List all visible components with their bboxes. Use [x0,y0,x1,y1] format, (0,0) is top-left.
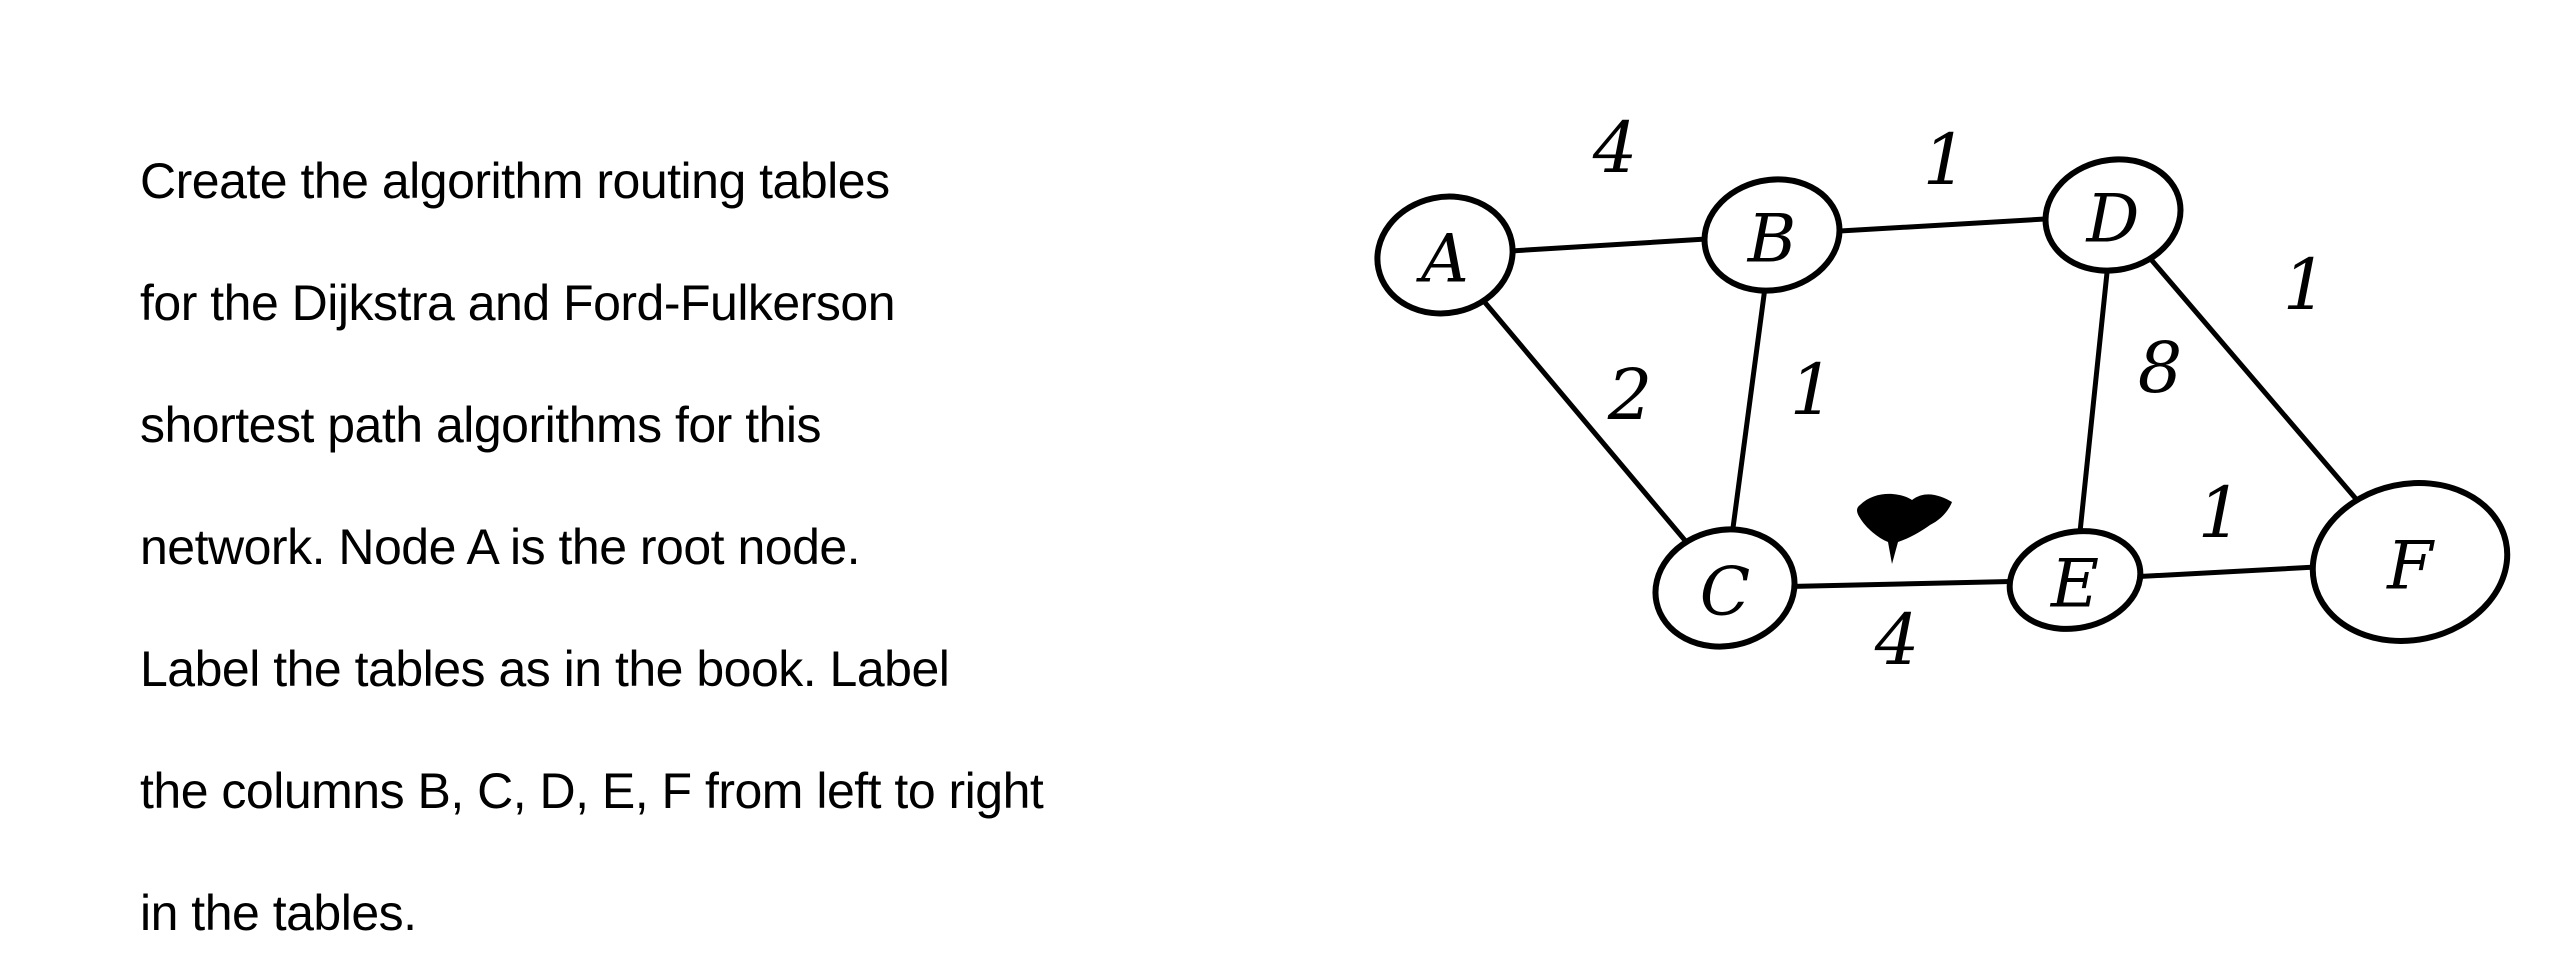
instruction-line-7: in the tables. [140,885,417,941]
weight-d-f: 1 [2283,244,2328,326]
weight-a-b: 4 [1592,107,1638,189]
edges-layer [1442,212,2413,591]
node-e-label: E [2050,546,2099,623]
node-e: E [2006,528,2144,632]
weight-d-e: 8 [2138,327,2183,409]
weight-c-e: 4 [1874,599,1920,681]
ink-blot [1857,493,1952,564]
node-f-circle [2309,480,2511,644]
instruction-line-3: shortest path algorithms for this [140,397,822,453]
instruction-line-6: the columns B, C, D, E, F from left to r… [140,763,1044,819]
node-c-label: C [1700,554,1751,631]
node-b-label: B [1747,201,1797,278]
node-b-circle [1701,176,1843,294]
node-f-label: F [2386,528,2435,605]
node-c: C [1652,526,1798,650]
weight-b-d: 1 [1923,119,1968,201]
node-f: F [2309,480,2511,644]
node-d: D [2042,156,2184,274]
node-a-circle [1374,193,1516,317]
nodes-layer: A B C D E F [1374,156,2511,650]
node-a-label: A [1415,221,1469,298]
edge-a-c [1442,252,1728,591]
weight-a-c: 2 [1607,354,1653,436]
instruction-line-2: for the Dijkstra and Ford-Fulkerson [140,275,896,331]
instruction-line-4: network. Node A is the root node. [140,519,861,575]
node-d-circle [2042,156,2184,274]
node-b: B [1701,176,1843,294]
node-c-circle [1652,526,1798,650]
instructions-text: Create the algorithm routing tables for … [140,120,1240,974]
node-d-label: D [2086,181,2140,258]
weight-e-f: 1 [2198,472,2243,554]
node-e-circle [2006,528,2144,632]
edge-d-e [2072,212,2116,583]
node-a: A [1374,193,1516,317]
weight-b-c: 1 [1790,349,1835,431]
instruction-line-1: Create the algorithm routing tables [140,153,890,209]
instruction-line-5: Label the tables as in the book. Label [140,641,950,697]
